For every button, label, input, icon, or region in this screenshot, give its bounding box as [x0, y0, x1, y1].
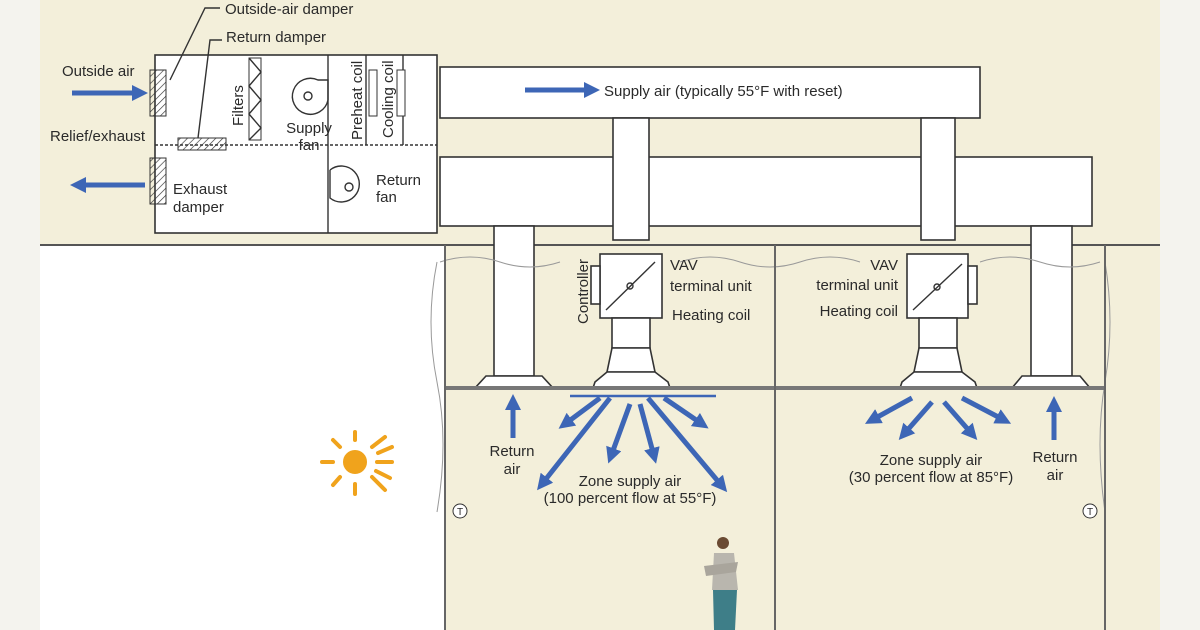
- return-damper: [177, 137, 227, 151]
- label-filters: Filters: [230, 85, 247, 126]
- label-heating-coil-2: Heating coil: [820, 303, 898, 320]
- return-duct: [439, 156, 1093, 227]
- label-zone1-supply-1: Zone supply air: [579, 473, 682, 490]
- label-return-air-1b: air: [504, 461, 521, 478]
- svg-text:T: T: [457, 507, 463, 518]
- label-vav-2: VAV: [870, 257, 898, 274]
- label-preheat-coil: Preheat coil: [349, 61, 366, 140]
- supply-fan-icon: [291, 77, 329, 115]
- label-outside-air-damper: Outside-air damper: [225, 1, 353, 18]
- return-fan-icon: [329, 165, 360, 203]
- cooling-coil: [396, 69, 406, 117]
- label-vav-1b: terminal unit: [670, 278, 753, 295]
- exhaust-damper: [149, 157, 167, 205]
- label-exhaust-damper-2: damper: [173, 199, 224, 216]
- label-vav-2b: terminal unit: [816, 277, 899, 294]
- person-figure: [704, 537, 738, 630]
- thermostat-zone-2: T: [1082, 503, 1098, 519]
- label-return-fan-1: Return: [376, 172, 421, 189]
- label-cooling-coil: Cooling coil: [380, 60, 397, 138]
- label-outside-air: Outside air: [62, 63, 135, 80]
- label-zone2-supply-1: Zone supply air: [880, 452, 983, 469]
- labels: Outside-air damper Return damper Outside…: [50, 1, 1078, 507]
- preheat-coil: [368, 69, 378, 117]
- label-vav-1: VAV: [670, 257, 698, 274]
- svg-text:T: T: [1087, 507, 1093, 518]
- label-return-fan-2: fan: [376, 189, 397, 206]
- airflow-arrows: [69, 81, 1063, 493]
- label-relief-exhaust: Relief/exhaust: [50, 128, 146, 145]
- label-zone1-supply-2: (100 percent flow at 55°F): [544, 490, 717, 507]
- label-exhaust-damper-1: Exhaust: [173, 181, 228, 198]
- label-supply-air: Supply air (typically 55°F with reset): [604, 83, 843, 100]
- label-supply-fan-1: Supply: [286, 120, 332, 137]
- air-handling-unit: [149, 54, 438, 234]
- label-controller: Controller: [575, 259, 592, 324]
- outdoor-area: [40, 246, 445, 630]
- thermostat-zone-1: T: [452, 503, 468, 519]
- vav-unit-zone-2: [898, 117, 979, 389]
- label-supply-fan-2: fan: [299, 137, 320, 154]
- label-return-air-2a: Return: [1032, 449, 1077, 466]
- filters-icon: [248, 57, 262, 141]
- return-grille-zone-2: [1010, 225, 1092, 389]
- ceiling-plenum-boundary: [430, 256, 1101, 513]
- vav-unit-zone-1: [590, 117, 672, 389]
- label-return-air-2b: air: [1047, 467, 1064, 484]
- label-heating-coil-1: Heating coil: [672, 307, 750, 324]
- label-return-air-1a: Return: [489, 443, 534, 460]
- sun-icon: [320, 430, 394, 496]
- outside-air-damper: [149, 69, 167, 117]
- label-zone2-supply-2: (30 percent flow at 85°F): [849, 469, 1013, 486]
- label-return-damper: Return damper: [226, 29, 326, 46]
